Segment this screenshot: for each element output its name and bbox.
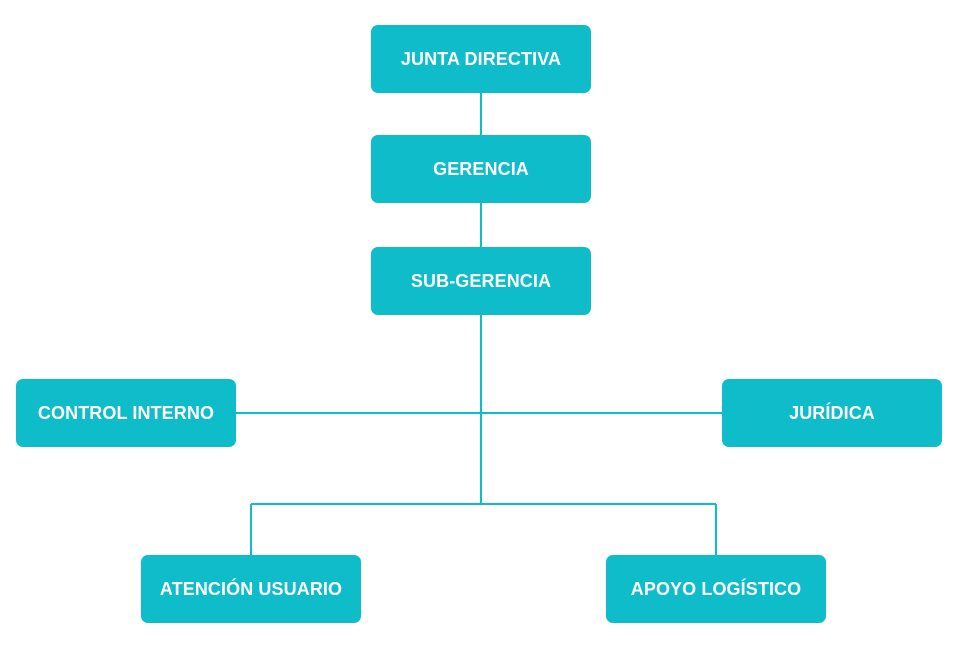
node-gerencia: GERENCIA: [371, 135, 591, 203]
node-junta-directiva: JUNTA DIRECTIVA: [371, 25, 591, 93]
node-label-juridica: JURÍDICA: [789, 402, 875, 423]
node-label-sub-gerencia: SUB-GERENCIA: [410, 270, 552, 291]
node-sub-gerencia: SUB-GERENCIA: [371, 247, 591, 315]
node-label-atencion-usuario: ATENCIÓN USUARIO: [159, 578, 343, 599]
node-apoyo-logistico: APOYO LOGÍSTICO: [606, 555, 826, 623]
node-label-junta-directiva: JUNTA DIRECTIVA: [400, 48, 562, 69]
node-label-gerencia: GERENCIA: [433, 158, 529, 179]
node-juridica: JURÍDICA: [722, 379, 942, 447]
node-control-interno: CONTROL INTERNO: [16, 379, 236, 447]
node-label-apoyo-logistico: APOYO LOGÍSTICO: [630, 578, 802, 599]
node-label-control-interno: CONTROL INTERNO: [37, 402, 215, 423]
node-atencion-usuario: ATENCIÓN USUARIO: [141, 555, 361, 623]
